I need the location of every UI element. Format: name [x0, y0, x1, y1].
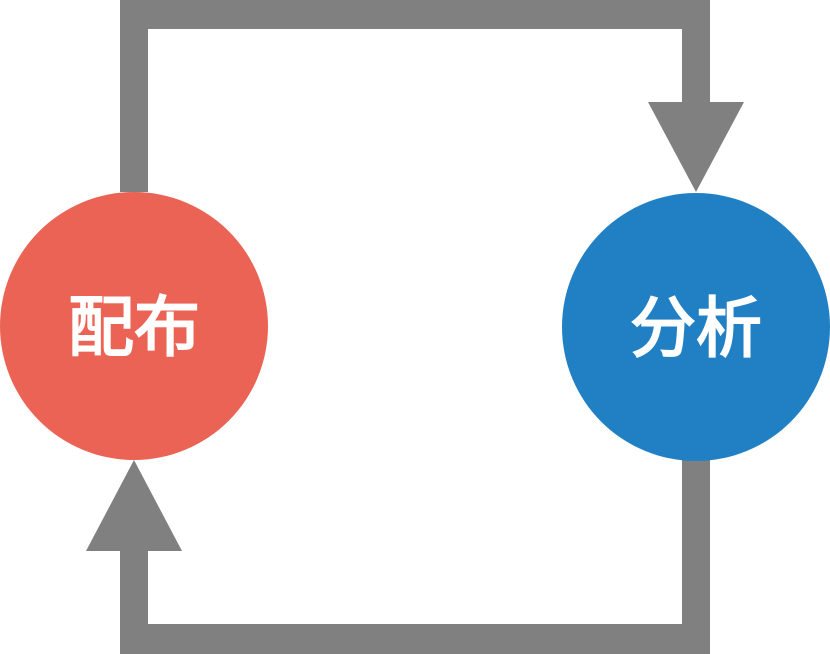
distribute-circle — [0, 192, 268, 460]
arrowhead-up-icon — [86, 460, 182, 551]
bottom-flow-line — [120, 460, 710, 654]
top-flow-line — [120, 0, 710, 192]
analyze-label: 分析 — [630, 290, 762, 367]
node-analyze: 分析 — [562, 193, 830, 461]
distribute-label: 配布 — [68, 289, 200, 366]
node-distribute: 配布 — [0, 192, 268, 460]
bottom-connector — [86, 460, 710, 654]
top-connector — [120, 0, 744, 192]
arrowhead-down-icon — [648, 102, 744, 192]
analyze-circle — [562, 193, 830, 461]
